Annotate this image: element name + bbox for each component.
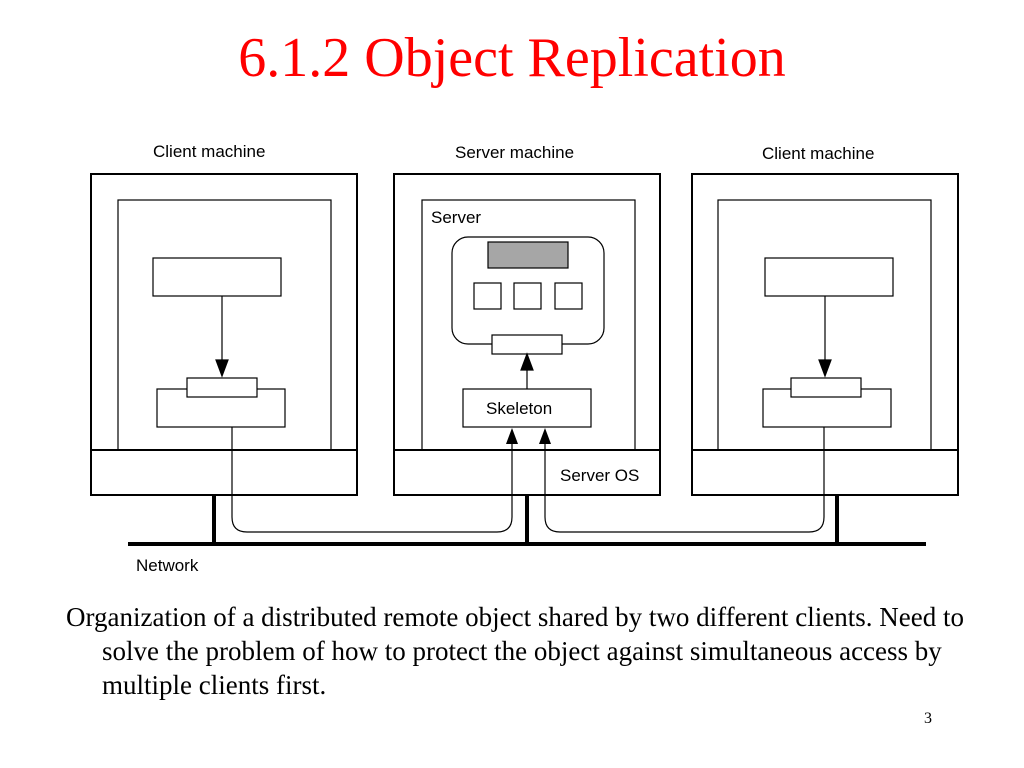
object-replication-diagram: Client machine Server machine Client mac… (90, 142, 959, 575)
left-client-machine (90, 173, 358, 496)
server-process (421, 199, 636, 451)
server-machine (393, 173, 661, 496)
invocation-arrowheads (506, 428, 551, 444)
right-proxy-interface (790, 377, 862, 398)
right-client-machine-label: Client machine (762, 144, 874, 163)
invocation-paths (231, 427, 825, 533)
server-machine-label: Server machine (455, 143, 574, 162)
object-state-box (487, 241, 569, 269)
right-client-box (764, 257, 894, 297)
slide-title: 6.1.2 Object Replication (238, 27, 786, 89)
left-client-machine-label: Client machine (153, 142, 265, 161)
left-client-process (117, 199, 332, 451)
server-os-label: Server OS (560, 466, 639, 485)
network-label: Network (136, 556, 199, 575)
method-box-2 (513, 282, 542, 310)
right-client-machine (691, 173, 959, 496)
method-box-3 (554, 282, 583, 310)
left-client-box (152, 257, 282, 297)
internal-arrows (215, 296, 832, 389)
network (128, 495, 926, 546)
skeleton-label: Skeleton (486, 399, 552, 418)
server-label: Server (431, 208, 481, 227)
slide-caption: Organization of a distributed remote obj… (66, 602, 964, 700)
left-proxy-interface (186, 377, 258, 398)
object-interface (491, 334, 563, 355)
slide-number: 3 (924, 710, 932, 727)
method-box-1 (473, 282, 502, 310)
